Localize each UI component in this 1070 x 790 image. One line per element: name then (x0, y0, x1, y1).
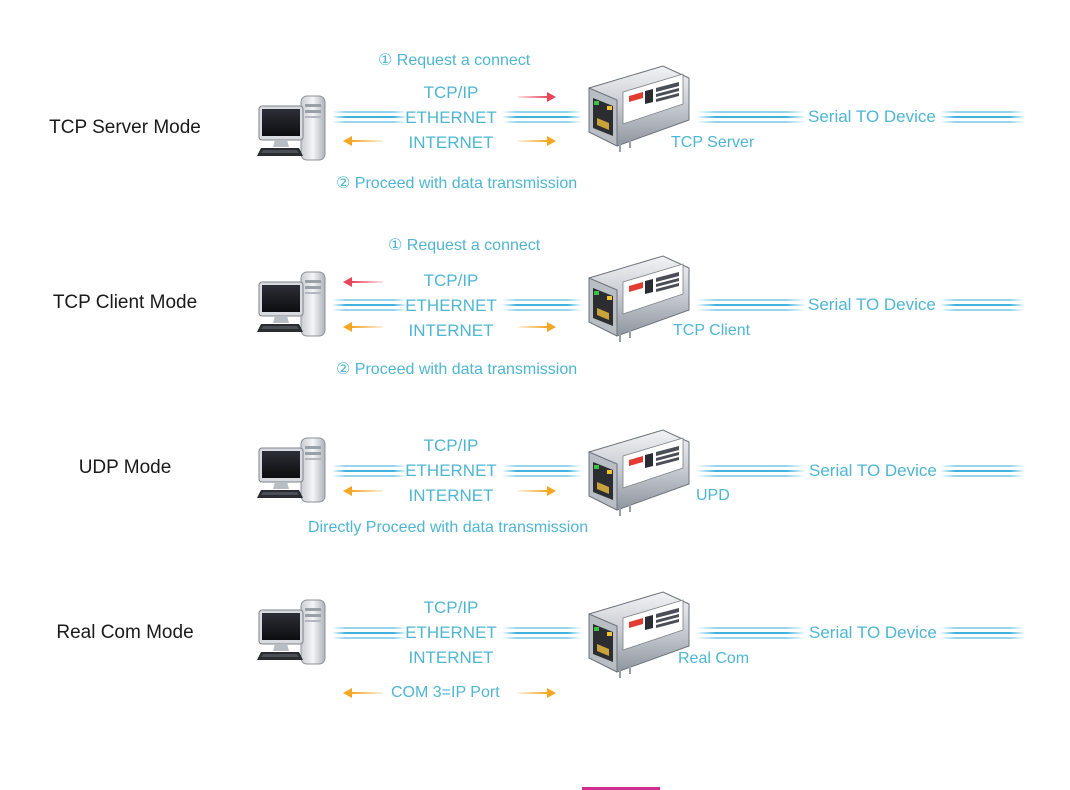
protocol-ethernet: ETHERNET (405, 296, 497, 315)
desktop-pc-icon (255, 90, 335, 170)
mode-row-udp: UDP Mode TCP/IP ETHERNET INTERNET UPD Se… (0, 420, 1070, 590)
protocol-internet: INTERNET (408, 321, 494, 340)
network-link-left (332, 626, 407, 640)
network-link-right (502, 110, 582, 124)
serial-link-left (696, 110, 806, 124)
rj45-serial-module-icon (583, 422, 695, 518)
protocol-tcpip: TCP/IP (423, 83, 479, 102)
mode-title: TCP Client Mode (52, 292, 198, 313)
protocol-ethernet: ETHERNET (405, 461, 497, 480)
step-direct-transmission: Directly Proceed with data transmission (308, 519, 589, 536)
protocol-tcpip: TCP/IP (423, 271, 479, 290)
mode-row-tcp-server: TCP Server Mode ① Request a connect TCP/… (0, 40, 1070, 210)
serial-to-device-label: Serial TO Device (808, 107, 936, 126)
data-arrow-left (343, 322, 383, 332)
data-arrow-left (343, 486, 383, 496)
mode-row-real-com: Real Com Mode TCP/IP ETHERNET INTERNET C… (0, 580, 1070, 750)
protocol-internet: INTERNET (408, 648, 494, 667)
network-link-left (332, 110, 407, 124)
step-data-transmission: ② Proceed with data transmission (336, 361, 578, 378)
module-role-label: TCP Server (671, 134, 755, 151)
desktop-pc-icon (255, 266, 335, 346)
serial-to-device-label: Serial TO Device (808, 295, 936, 314)
data-arrow-right (518, 486, 556, 496)
data-arrow-right (518, 136, 556, 146)
mode-title: Real Com Mode (56, 622, 194, 643)
serial-to-device-label: Serial TO Device (809, 623, 937, 642)
protocol-internet: INTERNET (408, 133, 494, 152)
protocol-stack: TCP/IP ETHERNET INTERNET (395, 595, 507, 670)
protocol-tcpip: TCP/IP (423, 598, 479, 617)
protocol-ethernet: ETHERNET (405, 623, 497, 642)
module-role-label: Real Com (678, 650, 750, 667)
network-link-right (502, 626, 582, 640)
serial-link-right (940, 626, 1025, 640)
request-arrow-left (343, 277, 383, 287)
serial-to-device-label: Serial TO Device (809, 461, 937, 480)
com-port-label: COM 3=IP Port (391, 684, 500, 701)
serial-link-left (696, 626, 806, 640)
mode-row-tcp-client: TCP Client Mode ① Request a connect TCP/… (0, 226, 1070, 396)
data-arrow-right (518, 322, 556, 332)
step-data-transmission: ② Proceed with data transmission (336, 175, 578, 192)
network-link-left (332, 464, 407, 478)
serial-link-right (940, 298, 1025, 312)
network-link-right (502, 464, 582, 478)
data-arrow-left (343, 136, 383, 146)
protocol-stack: TCP/IP ETHERNET INTERNET (395, 80, 507, 155)
network-link-right (502, 298, 582, 312)
serial-link-left (696, 298, 806, 312)
network-link-left (332, 298, 407, 312)
com-arrow-right (518, 688, 556, 698)
com-arrow-left (343, 688, 383, 698)
serial-link-right (940, 464, 1025, 478)
protocol-stack: TCP/IP ETHERNET INTERNET (395, 268, 507, 343)
serial-link-right (940, 110, 1025, 124)
module-role-label: TCP Client (673, 322, 751, 339)
desktop-pc-icon (255, 594, 335, 674)
protocol-ethernet: ETHERNET (405, 108, 497, 127)
step-request-connect: ① Request a connect (388, 237, 541, 254)
serial-link-left (696, 464, 806, 478)
mode-title: UDP Mode (78, 457, 172, 478)
module-role-label: UPD (696, 487, 730, 504)
request-arrow-right (518, 92, 556, 102)
protocol-tcpip: TCP/IP (423, 436, 479, 455)
mode-title: TCP Server Mode (49, 117, 201, 138)
step-request-connect: ① Request a connect (378, 52, 531, 69)
protocol-stack: TCP/IP ETHERNET INTERNET (395, 433, 507, 508)
accent-underline (582, 787, 660, 790)
desktop-pc-icon (255, 432, 335, 512)
protocol-internet: INTERNET (408, 486, 494, 505)
